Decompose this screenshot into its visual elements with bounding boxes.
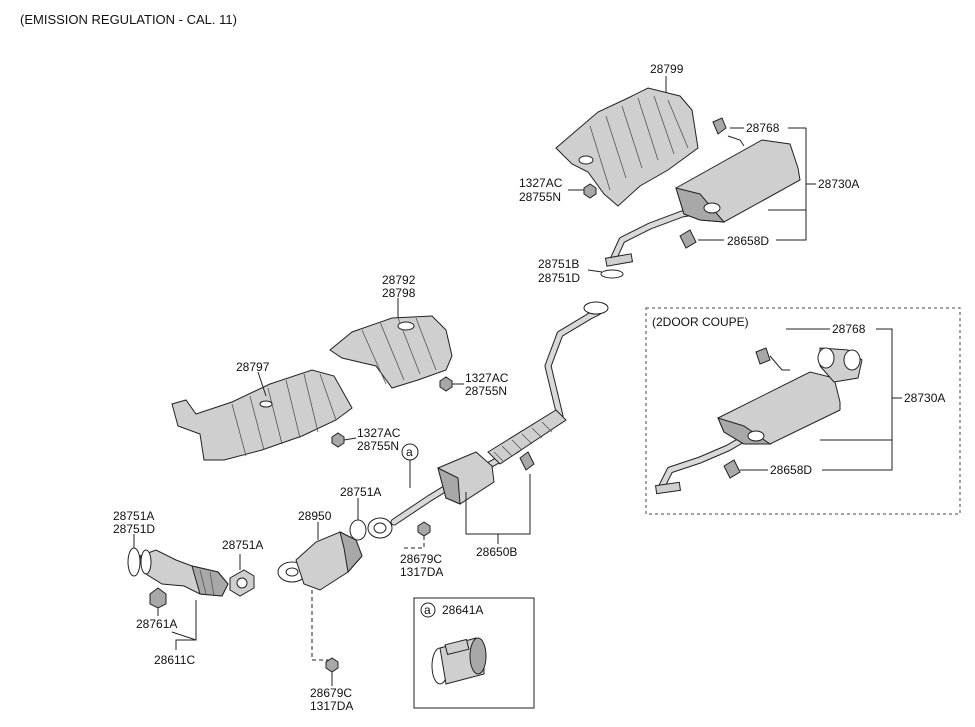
coupe-hanger-28658d[interactable] xyxy=(723,459,741,479)
center-heat-shield-28792[interactable] xyxy=(329,315,453,389)
label-28641a: 28641A xyxy=(442,603,483,617)
label-28799: 28799 xyxy=(650,62,684,76)
hanger-28761a[interactable] xyxy=(149,587,167,609)
label-28751a-center: 28751A xyxy=(340,485,381,499)
gasket-28751a-left[interactable] xyxy=(127,547,141,577)
rear-muffler-28730a[interactable] xyxy=(604,135,801,267)
callout-letter-inset: a xyxy=(424,603,431,617)
leader-28751b xyxy=(587,269,603,273)
diagram-title: (EMISSION REGULATION - CAL. 11) xyxy=(20,12,237,27)
label-28679c-low: 28679C xyxy=(310,686,352,700)
coupe-bracket-28730a xyxy=(820,328,902,471)
catalytic-converter-28950[interactable] xyxy=(277,531,363,591)
label-28658d-top: 28658D xyxy=(727,234,769,248)
front-pipe-28611c[interactable] xyxy=(139,549,229,597)
hanger-28768-top[interactable] xyxy=(712,117,727,135)
label-28751b: 28751B xyxy=(538,257,579,271)
nut-1327ac-mid[interactable] xyxy=(439,376,453,392)
coupe-label-28730a: 28730A xyxy=(904,391,945,405)
coupe-label-28658d: 28658D xyxy=(770,463,812,477)
leader-28679c-mid xyxy=(404,536,425,549)
gasket-28751a-center[interactable] xyxy=(349,519,367,541)
label-28751a-front: 28751A xyxy=(222,538,263,552)
leader-28611c-join xyxy=(171,631,197,641)
callout-circle-inset xyxy=(420,602,436,618)
label-28679c-mid: 28679C xyxy=(400,552,442,566)
label-28755n-low: 28755N xyxy=(357,439,399,453)
label-28768-top: 28768 xyxy=(746,121,780,135)
clamp-28641a[interactable] xyxy=(431,637,487,685)
leader-28679c-low-dash xyxy=(311,590,330,661)
front-heat-shield-28797[interactable] xyxy=(171,369,353,461)
coupe-variant-box xyxy=(645,307,961,515)
clamp-inset-box xyxy=(413,597,535,709)
label-28751d-mid: 28751D xyxy=(538,271,580,285)
label-28755n-mid: 28755N xyxy=(465,384,507,398)
label-1327ac-low: 1327AC xyxy=(357,426,401,440)
label-1317da-mid: 1317DA xyxy=(400,565,443,579)
label-1327ac-top: 1327AC xyxy=(519,176,563,190)
label-28755n-top: 28755N xyxy=(519,190,561,204)
label-28611c: 28611C xyxy=(154,653,195,667)
hanger-28658d-top[interactable] xyxy=(679,229,697,249)
label-28798: 28798 xyxy=(382,286,416,300)
gasket-28751b[interactable] xyxy=(600,269,624,279)
center-pipe-28650b[interactable] xyxy=(367,301,609,539)
leader-1327ac-low xyxy=(343,437,357,441)
label-28650b: 28650B xyxy=(476,545,517,559)
coupe-box-title: (2DOOR COUPE) xyxy=(652,315,749,329)
label-28797: 28797 xyxy=(236,360,270,374)
label-1317da-low: 1317DA xyxy=(310,699,353,713)
bracket-28730a-top xyxy=(768,128,816,241)
label-1327ac-mid: 1327AC xyxy=(465,371,509,385)
label-28761a: 28761A xyxy=(136,617,177,631)
bolt-28679c-mid[interactable] xyxy=(417,521,431,537)
label-28950: 28950 xyxy=(298,509,332,523)
label-28730a-top: 28730A xyxy=(818,177,859,191)
callout-letter-pipe: a xyxy=(406,445,413,459)
nut-1327ac-low[interactable] xyxy=(331,432,345,448)
label-28792: 28792 xyxy=(382,273,416,287)
coupe-hanger-28768[interactable] xyxy=(755,347,771,365)
coupe-label-28768: 28768 xyxy=(832,322,866,336)
hanger-resonator[interactable] xyxy=(519,451,535,471)
leader-28797 xyxy=(257,371,267,397)
label-28751d-left: 28751D xyxy=(113,522,155,536)
nut-1327ac-top[interactable] xyxy=(583,183,597,199)
bracket-28611c xyxy=(175,600,197,650)
rear-heat-shield-28799[interactable] xyxy=(555,87,699,207)
label-28751a-left: 28751A xyxy=(113,509,154,523)
bolt-28679c-low[interactable] xyxy=(325,657,339,673)
coupe-hanger-28768-arm xyxy=(769,355,790,371)
coupe-rear-muffler-28730a[interactable] xyxy=(654,347,863,495)
